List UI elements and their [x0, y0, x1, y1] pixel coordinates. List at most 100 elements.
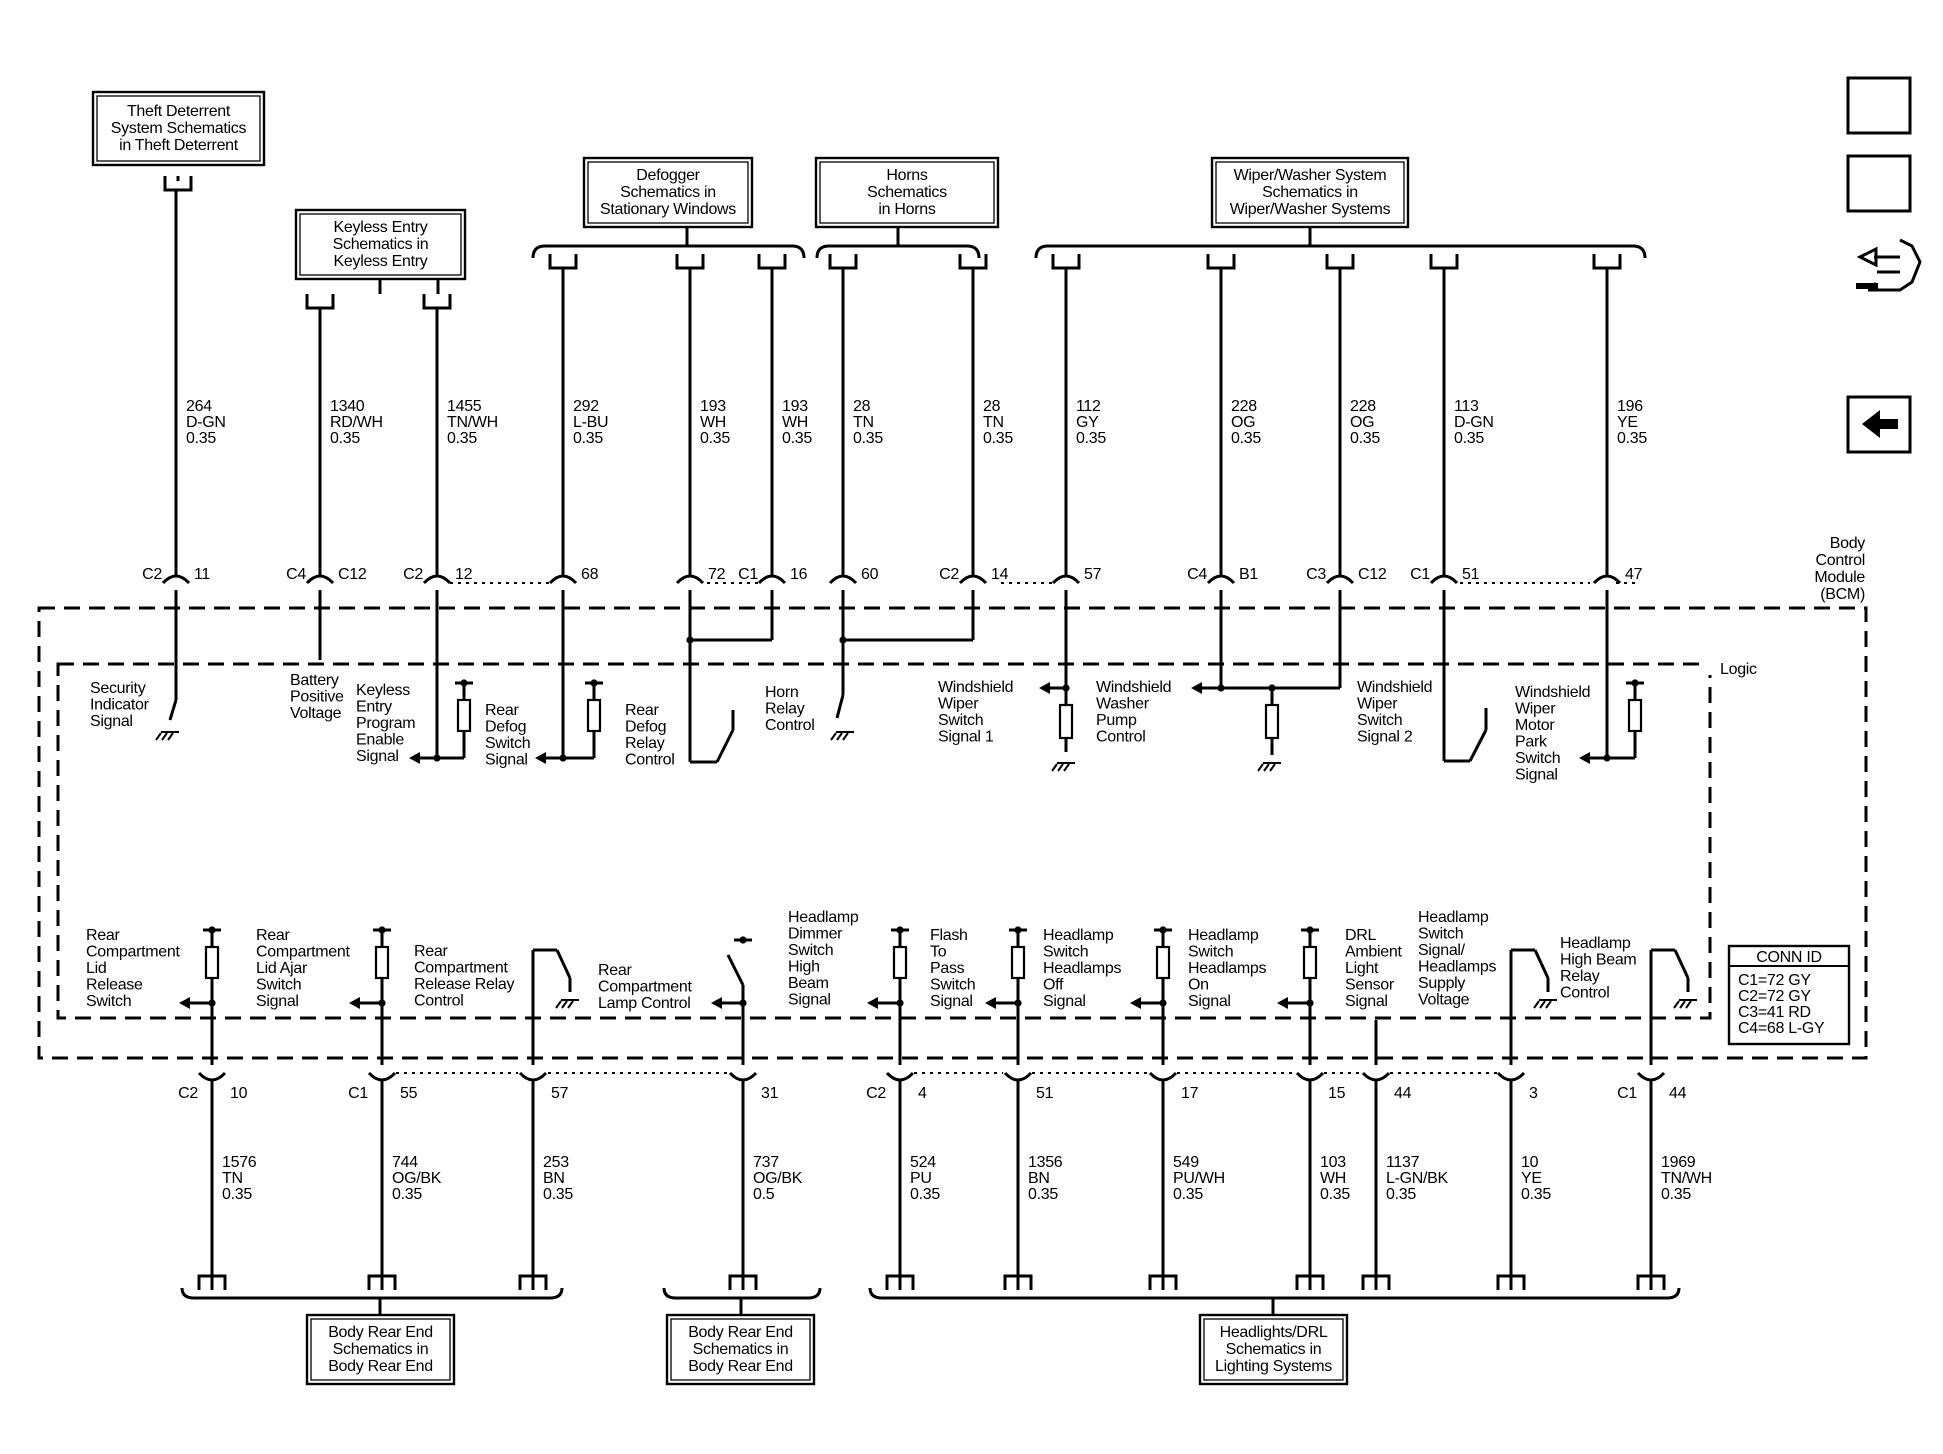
wire-size: 0.35 — [853, 430, 883, 447]
wire-color: L-BU — [573, 414, 608, 431]
splice-dot — [1062, 684, 1070, 692]
splice-dot — [460, 679, 468, 687]
signal-rc-lid-ajar: Rear — [256, 927, 290, 944]
resistor — [1155, 945, 1171, 980]
ref-box-theft-text: System Schematics — [111, 120, 247, 137]
ground-symbol — [561, 1000, 568, 1009]
splice-dot — [1306, 926, 1314, 934]
wire-circuit: 228 — [1231, 398, 1257, 415]
signal-hl-off: Switch — [1043, 944, 1088, 961]
ref-box-wiper-text: Wiper/Washer Systems — [1230, 201, 1391, 218]
harness-plug — [728, 1274, 758, 1290]
wire-circuit: 264 — [186, 398, 212, 415]
signal-hl-off: Headlamp — [1043, 927, 1114, 944]
wire-color: L-GN/BK — [1386, 1170, 1449, 1187]
wire-circuit: 193 — [782, 398, 808, 415]
harness-bracket — [1034, 244, 1647, 259]
logic-outline — [56, 662, 1712, 1020]
signal-hl-on: On — [1188, 977, 1209, 994]
ref-box-keyless — [294, 208, 467, 281]
signal-hl-dimmer: Beam — [788, 975, 829, 992]
ref-box-body-rear-end-2 — [665, 1313, 816, 1386]
conn-id-title: CONN ID — [1756, 949, 1821, 966]
connector-pin — [1429, 574, 1459, 585]
signal-hl-supply: Voltage — [1418, 992, 1470, 1009]
ref-box-horns-text: in Horns — [878, 201, 935, 218]
wire-size: 0.35 — [1028, 1186, 1058, 1203]
harness-plug — [1148, 1274, 1178, 1290]
connector-view-icon — [1859, 238, 1922, 292]
pin-number: 44 — [1669, 1085, 1687, 1102]
signal-hl-off: Headlamps — [1043, 960, 1122, 977]
wire-color: TN — [853, 414, 874, 431]
signal-arrow — [1039, 682, 1050, 694]
signal-wiper-1: Signal 1 — [938, 729, 994, 746]
signal-arrow — [1579, 752, 1590, 764]
wire-size: 0.35 — [447, 430, 477, 447]
wire-color: WH — [782, 414, 808, 431]
wire-color: OG/BK — [392, 1170, 442, 1187]
pin-number: 60 — [861, 566, 879, 583]
wire — [715, 729, 735, 763]
ref-box-headlights-text: Headlights/DRL — [1220, 1324, 1328, 1341]
ref-box-body-rear-end-1-text: Body Rear End — [328, 1324, 433, 1341]
ground-symbol — [836, 732, 843, 741]
ground-symbol — [1539, 1000, 1546, 1009]
resistor — [1058, 703, 1074, 740]
wire-size: 0.35 — [1231, 430, 1261, 447]
signal-hl-dimmer: Signal — [788, 992, 831, 1009]
splice-dot — [1268, 684, 1276, 692]
signal-rc-lamp: Compartment — [598, 979, 692, 996]
wire — [168, 699, 178, 721]
signal-washer-pump: Washer — [1096, 696, 1150, 713]
signal-rear-defog-relay: Rear — [625, 702, 659, 719]
splice-dot — [739, 936, 747, 944]
signal-drl-sensor: DRL — [1345, 927, 1377, 944]
signal-rc-lid-ajar: Compartment — [256, 944, 350, 961]
connector-pin — [518, 1071, 548, 1082]
signal-security: Indicator — [90, 697, 150, 714]
logic-gap — [1700, 655, 1756, 675]
connector-pin — [367, 1071, 397, 1082]
signal-wiper-park: Park — [1515, 734, 1548, 751]
signal-hl-on: Switch — [1188, 944, 1233, 961]
signal-rear-defog-switch: Defog — [485, 719, 526, 736]
splice-dot — [433, 754, 441, 762]
signal-flash-to-pass: Pass — [930, 960, 965, 977]
ref-box-theft-text: in Theft Deterrent — [119, 137, 239, 154]
resistor — [374, 945, 390, 980]
pin-number: 16 — [790, 566, 808, 583]
pin-number: 31 — [761, 1085, 779, 1102]
wire-size: 0.35 — [392, 1186, 422, 1203]
ref-box-horns-text: Schematics — [867, 184, 947, 201]
signal-wiper-park: Switch — [1515, 750, 1560, 767]
connector-id: C2 — [142, 566, 162, 583]
connector-id: C2 — [403, 566, 423, 583]
signal-hl-supply: Signal/ — [1418, 942, 1466, 959]
signal-arrow — [1191, 682, 1202, 694]
wire-circuit: 1969 — [1661, 1154, 1696, 1171]
resistor — [1264, 703, 1280, 740]
connector-id: C1 — [348, 1085, 368, 1102]
connector-pin — [1361, 1071, 1391, 1082]
connector-pin — [548, 574, 578, 585]
wire-circuit: 737 — [753, 1154, 779, 1171]
splice-dot — [1159, 999, 1167, 1007]
splice-dot — [559, 754, 567, 762]
signal-rc-release-relay: Rear — [414, 943, 448, 960]
harness-plug — [675, 254, 705, 270]
harness-bracket — [531, 244, 806, 259]
signal-rc-lid-release: Compartment — [86, 944, 180, 961]
wire-color: D-GN — [186, 414, 226, 431]
ref-box-wiper-text: Schematics in — [1262, 184, 1358, 201]
harness-plug — [163, 176, 193, 192]
pin-number: 51 — [1036, 1085, 1054, 1102]
ground-symbol — [1051, 763, 1058, 772]
ref-box-keyless-text: Keyless Entry — [334, 219, 428, 236]
signal-hl-supply: Headlamps — [1418, 959, 1497, 976]
wire-color: OG — [1231, 414, 1255, 431]
wire-size: 0.35 — [573, 430, 603, 447]
signal-hl-dimmer: High — [788, 959, 820, 976]
harness-bracket — [868, 1287, 1681, 1300]
ref-box-headlights-text: Schematics in — [1226, 1341, 1322, 1358]
